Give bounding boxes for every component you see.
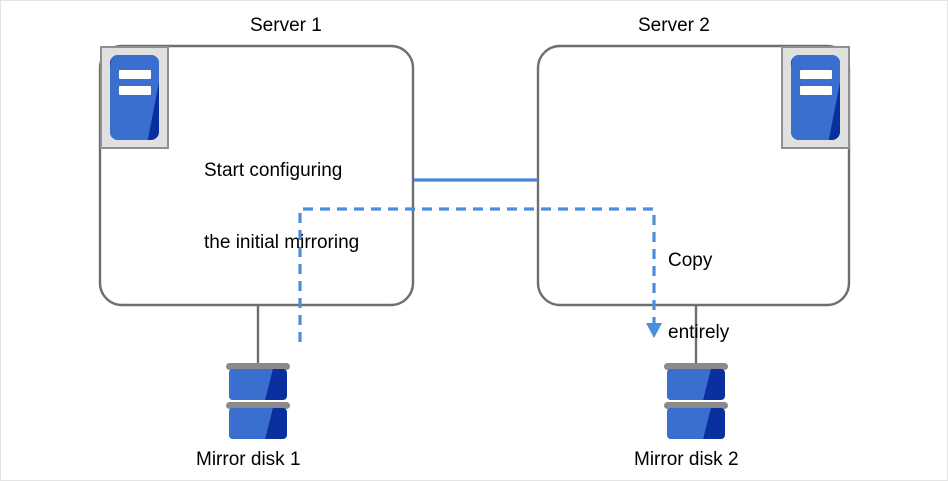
copy-annotation-line1: Copy [668, 250, 713, 271]
disk-cap-icon [226, 363, 290, 370]
mirror-copy-path [298, 207, 656, 342]
mirror-disk-2-label: Mirror disk 2 [634, 449, 739, 470]
server1-status-text-line1: Start configuring [204, 160, 343, 181]
server-glyph [110, 55, 159, 140]
disk-cap-icon [664, 363, 728, 370]
disk-cap-icon [664, 402, 728, 409]
server-slot-bar-icon [119, 70, 151, 79]
copy-annotation: Copy entirely [668, 201, 729, 393]
disk-platter-icon [667, 408, 725, 439]
disk-platter-icon [667, 369, 725, 400]
mirror-copy-arrowhead [646, 323, 662, 338]
disk-cap-icon [226, 402, 290, 409]
server2-machine-icon [781, 46, 850, 149]
server1-title: Server 1 [250, 15, 322, 36]
mirror-disk-2-icon [664, 363, 728, 443]
server-slot-bar-icon [800, 70, 832, 79]
server1-machine-icon [100, 46, 169, 149]
mirror-disk-1-icon [226, 363, 290, 443]
server2-box [536, 44, 851, 307]
server1-status-text-line2: the initial mirroring [204, 232, 360, 253]
server1-box [98, 44, 415, 307]
disk-platter-icon [229, 369, 287, 400]
mirror-disk-1-label: Mirror disk 1 [196, 449, 301, 470]
server-glyph [791, 55, 840, 140]
server-slot-bar-icon [119, 86, 151, 95]
server2-title: Server 2 [638, 15, 710, 36]
disk-platter-icon [229, 408, 287, 439]
copy-annotation-line2: entirely [668, 322, 730, 343]
server1-status-text: Start configuring the initial mirroring [204, 111, 359, 303]
server-slot-bar-icon [800, 86, 832, 95]
